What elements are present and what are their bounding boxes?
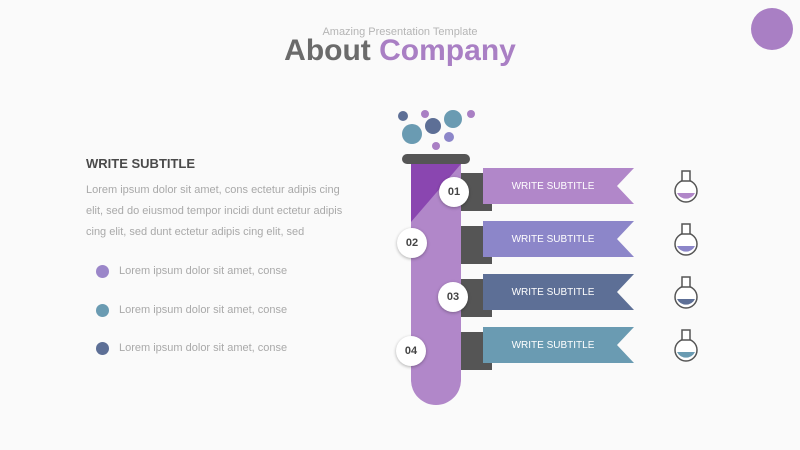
left-subtitle: WRITE SUBTITLE	[86, 156, 196, 171]
bullet-dot-3	[96, 341, 109, 355]
ribbon-label-1: WRITE SUBTITLE	[511, 180, 595, 192]
title-accent: Company	[379, 34, 516, 67]
flask-icon	[674, 276, 698, 309]
bubble	[398, 111, 408, 121]
step-number-3: 03	[438, 282, 468, 312]
flask-icon	[674, 170, 698, 203]
bullet-item-3: Lorem ipsum dolor sit amet, conse	[96, 341, 287, 355]
bullet-item-1: Lorem ipsum dolor sit amet, conse	[96, 264, 287, 278]
page-title: About Company	[0, 34, 800, 68]
ribbon-1	[483, 168, 634, 204]
bubble	[444, 132, 454, 142]
flask-icon	[674, 223, 698, 256]
bubble	[444, 110, 462, 128]
bullet-text-2: Lorem ipsum dolor sit amet, conse	[119, 304, 288, 316]
bullet-dot-1	[96, 264, 109, 278]
bubble	[402, 124, 422, 144]
ribbon-label-4: WRITE SUBTITLE	[511, 339, 595, 351]
title-main: About	[284, 34, 371, 67]
bullet-text-3: Lorem ipsum dolor sit amet, conse	[119, 342, 288, 354]
step-number-4: 04	[396, 336, 426, 366]
ribbon-2	[483, 221, 634, 257]
bubble	[432, 142, 440, 150]
bubble	[425, 118, 441, 134]
step-number-2: 02	[397, 228, 427, 258]
supertitle: Amazing Presentation Template	[322, 26, 478, 38]
step-number-1: 01	[439, 177, 469, 207]
bubble	[421, 110, 429, 118]
flask-icon	[674, 329, 698, 362]
bubble	[467, 110, 475, 118]
ribbon-label-3: WRITE SUBTITLE	[511, 286, 595, 298]
ribbon-4	[483, 327, 634, 363]
corner-circle	[751, 8, 793, 50]
bullet-item-2: Lorem ipsum dolor sit amet, conse	[96, 303, 287, 317]
bullet-text-1: Lorem ipsum dolor sit amet, conse	[119, 265, 288, 277]
ribbon-label-2: WRITE SUBTITLE	[511, 233, 595, 245]
left-body-text: Lorem ipsum dolor sit amet, cons ectetur…	[86, 184, 343, 238]
bullet-dot-2	[96, 303, 109, 317]
tube-lip	[402, 154, 470, 164]
ribbon-3	[483, 274, 634, 310]
